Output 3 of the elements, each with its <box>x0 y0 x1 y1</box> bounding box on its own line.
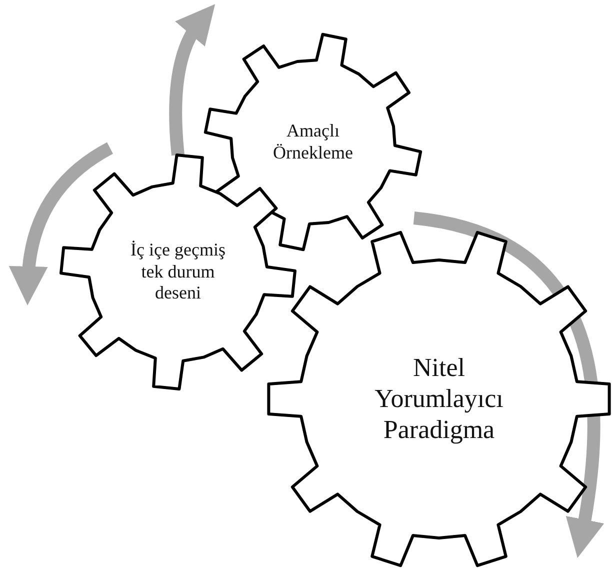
gear-label: Nitel Yorumlayıcı Paradigma <box>374 352 504 446</box>
gear-label: Amaçlı Örnekleme <box>272 120 354 164</box>
gear-label: İç içe geçmiş tek durum deseni <box>130 240 226 304</box>
